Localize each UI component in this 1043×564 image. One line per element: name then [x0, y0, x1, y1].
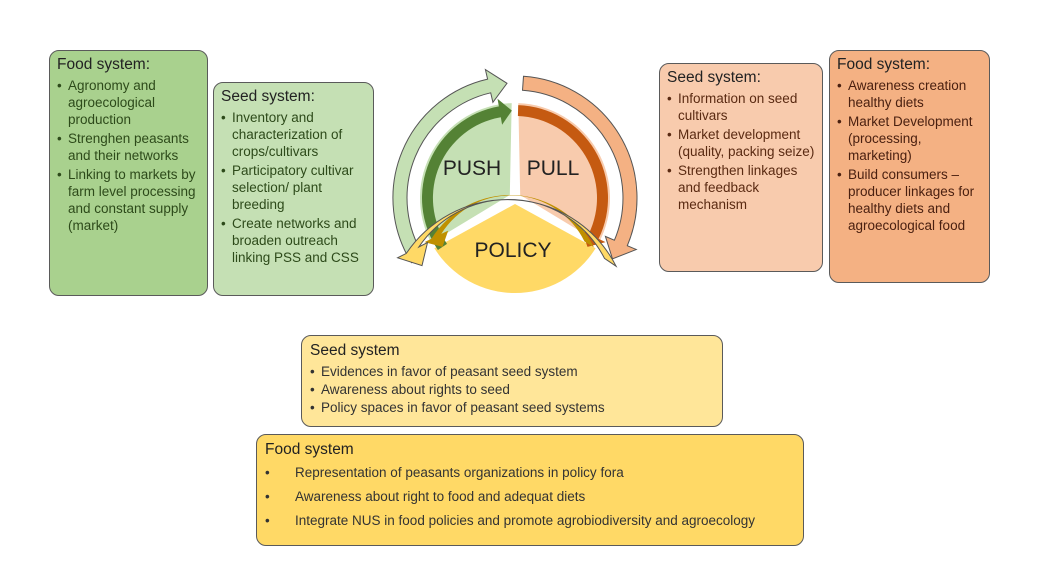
box-title: Food system: [265, 441, 354, 458]
list-item: Participatory cultivar selection/ plant …: [221, 162, 366, 213]
pull-inner-arrow: [517, 105, 609, 247]
policy-seed-system-box: Seed system Evidences in favor of peasan…: [301, 335, 723, 427]
list-item: Awareness about right to food and adequa…: [265, 488, 795, 506]
policy-food-system-box: Food system Representation of peasants o…: [256, 434, 804, 546]
bullet-list: Information on seed cultivars Market dev…: [667, 90, 815, 213]
push-seed-system-box: Seed system: Inventory and characterizat…: [213, 82, 374, 296]
list-item: Policy spaces in favor of peasant seed s…: [310, 399, 714, 417]
push-label: PUSH: [443, 157, 501, 180]
pull-segment: [518, 103, 610, 243]
list-item: Information on seed cultivars: [667, 90, 815, 124]
box-title: Seed system:: [221, 88, 315, 105]
push-pull-policy-cycle: PUSH PULL POLICY: [392, 68, 638, 294]
list-item: Strenghen peasants and their networks: [57, 130, 200, 164]
list-item: Representation of peasants organizations…: [265, 464, 795, 482]
push-outer-arrow: [392, 68, 508, 264]
list-item: Evidences in favor of peasant seed syste…: [310, 363, 714, 381]
pull-seed-system-box: Seed system: Information on seed cultiva…: [659, 63, 823, 272]
policy-outer-arrow: [396, 198, 618, 268]
list-item: Build consumers – producer linkages for …: [837, 166, 982, 234]
bullet-list: Inventory and characterization of crops/…: [221, 109, 366, 266]
policy-label: POLICY: [474, 239, 551, 262]
list-item: Inventory and characterization of crops/…: [221, 109, 366, 160]
push-segment: [420, 103, 512, 243]
list-item: Market development (quality, packing sei…: [667, 126, 815, 160]
policy-segment: [434, 204, 596, 294]
list-item: Strengthen linkages and feedback mechani…: [667, 162, 815, 213]
list-item: Agronomy and agroecological production: [57, 77, 200, 128]
list-item: Linking to markets by farm level process…: [57, 166, 200, 234]
list-item: Awareness creation healthy diets: [837, 77, 982, 111]
bullet-list: Evidences in favor of peasant seed syste…: [310, 363, 714, 417]
push-food-system-box: Food system: Agronomy and agroecological…: [49, 50, 208, 296]
list-item: Create networks and broaden outreach lin…: [221, 215, 366, 266]
bullet-list: Representation of peasants organizations…: [265, 464, 795, 530]
box-title: Seed system:: [667, 69, 761, 86]
pull-label: PULL: [527, 157, 580, 180]
bullet-list: Agronomy and agroecological production S…: [57, 77, 200, 234]
box-title: Seed system: [310, 342, 400, 359]
list-item: Awareness about rights to seed: [310, 381, 714, 399]
list-item: Integrate NUS in food policies and promo…: [265, 512, 795, 530]
pull-outer-arrow: [521, 75, 638, 260]
box-title: Food system:: [837, 56, 931, 73]
list-item: Market Development (processing, marketin…: [837, 113, 982, 164]
push-inner-arrow: [422, 98, 512, 250]
bullet-list: Awareness creation healthy diets Market …: [837, 77, 982, 234]
box-title: Food system:: [57, 56, 151, 73]
pull-food-system-box: Food system: Awareness creation healthy …: [829, 50, 990, 283]
